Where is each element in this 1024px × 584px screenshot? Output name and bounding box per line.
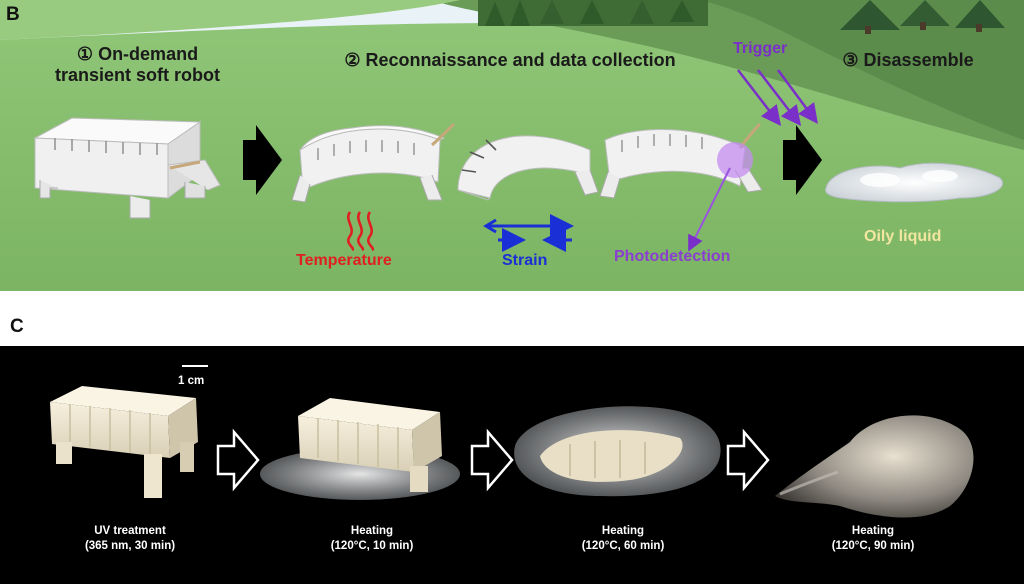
step-3-title: ③ Disassemble [818,50,998,71]
hollow-arrow [470,428,514,492]
stage-4-line1: Heating [851,525,895,537]
sample-heated-60min [514,406,721,497]
photodetection-pointer [688,167,731,252]
step-3-line1: Disassemble [863,50,974,70]
stage-1-line2: (365 nm, 30 min) [84,540,176,552]
sample-heated-90min [775,415,974,518]
step-number: ② [344,50,361,70]
process-arrow [783,125,822,195]
temperature-label: Temperature [296,252,392,269]
stage-3-line2: (120°C, 60 min) [581,540,665,552]
step-1-line1: On-demand [98,44,199,64]
strain-arrows-icon [483,214,574,252]
hollow-arrow [726,428,770,492]
step-2-line1: Reconnaissance and data collection [365,50,676,70]
robot-walking [291,122,456,203]
sample-uv-treated [50,386,198,498]
tree-line [478,0,1005,34]
stage-2-line1: Heating [350,525,394,537]
trigger-label: Trigger [733,40,788,57]
scale-bar-label: 1 cm [178,375,205,387]
front-hill [700,0,1024,140]
stage-4-line2: (120°C, 90 min) [831,540,915,552]
stage-3-line1: Heating [601,525,645,537]
robot-photodetector [599,122,763,199]
step-1-title: ① On-demand transient soft robot [30,44,245,86]
panel-c-photos [0,346,1024,584]
panel-b-illustration [0,0,1024,292]
step-number: ① [76,44,94,64]
photodetection-label: Photodetection [614,248,731,265]
step-1-line2: transient soft robot [55,65,220,85]
stage-1-caption: UV treatment (365 nm, 30 min) [60,524,200,554]
stage-4-caption: Heating (120°C, 90 min) [803,524,943,554]
stage-1-line1: UV treatment [94,525,166,537]
trigger-arrows [737,69,818,126]
oily-liquid-puddle [825,162,1003,203]
strain-label: Strain [502,252,548,269]
process-arrow [243,125,282,195]
oily-liquid-label: Oily liquid [864,228,942,245]
robot-block [33,117,221,219]
step-2-title: ② Reconnaissance and data collection [300,50,720,71]
panel-label-b: B [6,4,20,25]
hollow-arrow [216,428,260,492]
sample-heated-10min [260,398,460,500]
stage-2-line2: (120°C, 10 min) [330,540,414,552]
heat-icon [347,211,375,252]
stage-2-caption: Heating (120°C, 10 min) [302,524,442,554]
robot-arched [457,135,599,201]
step-number: ③ [842,50,859,70]
stage-3-caption: Heating (120°C, 60 min) [553,524,693,554]
panel-label-c: C [10,316,24,337]
